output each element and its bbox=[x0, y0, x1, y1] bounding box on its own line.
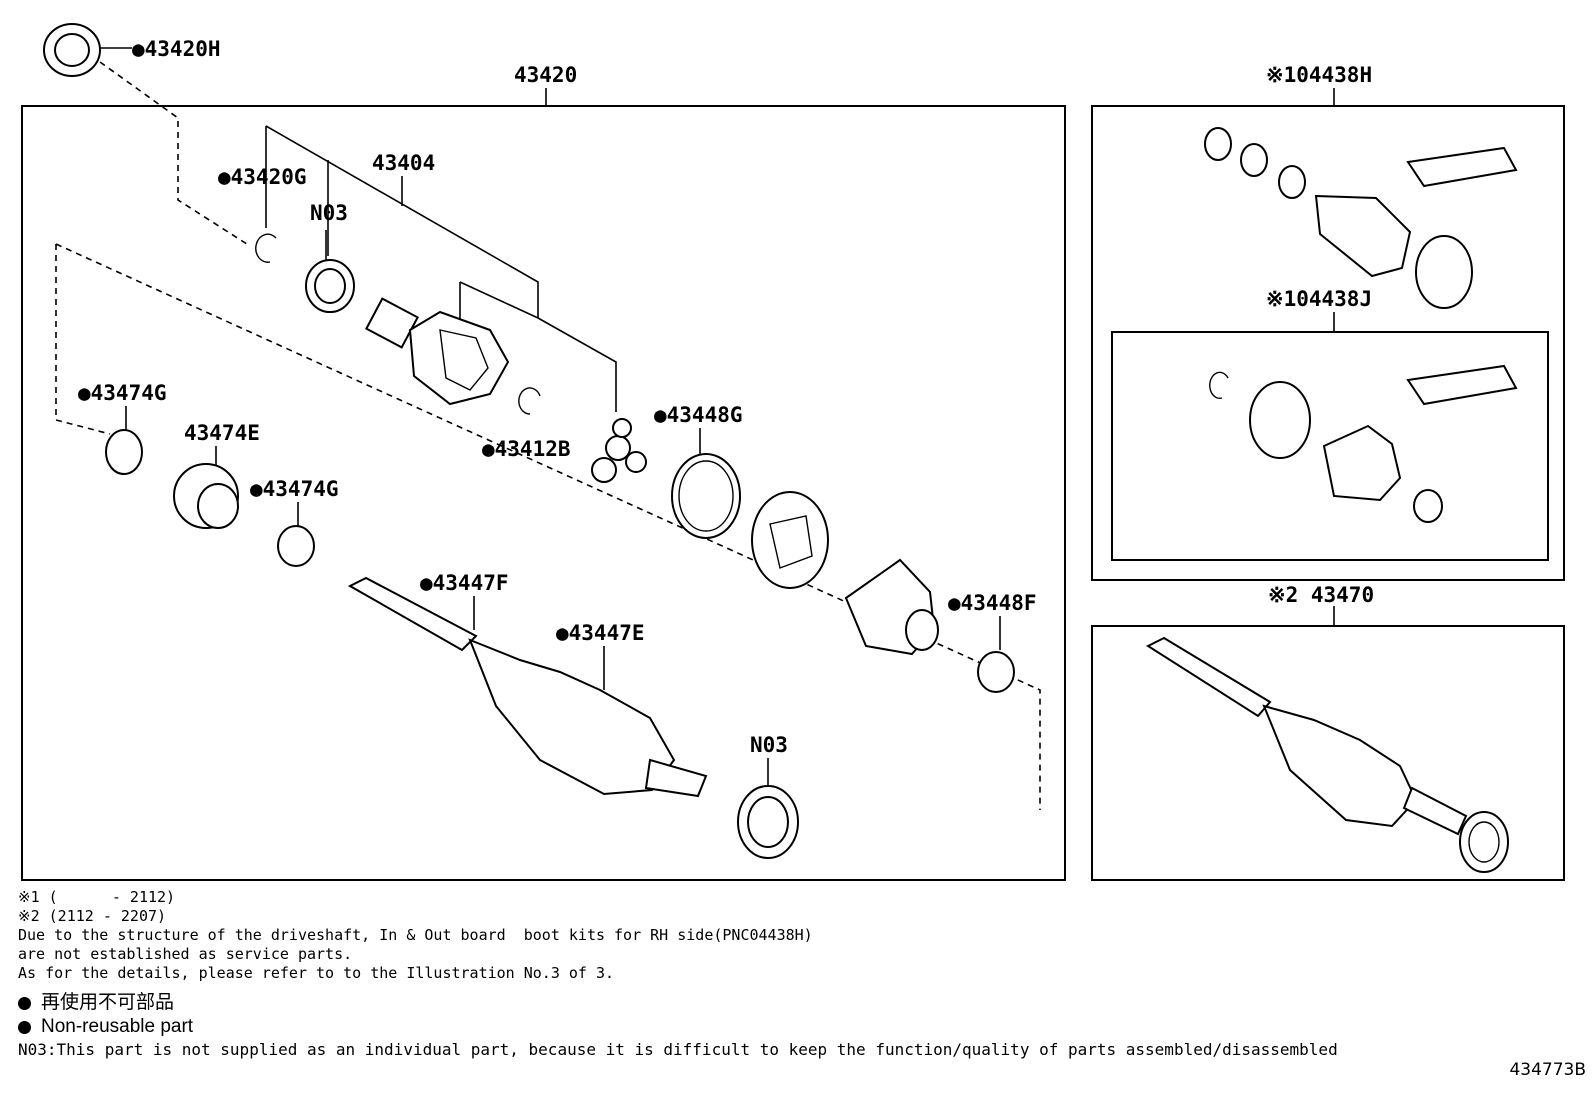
damper-43474E bbox=[173, 463, 239, 529]
shaft-assy-frame bbox=[1091, 625, 1565, 881]
bullet-icon bbox=[18, 996, 31, 1010]
label-04438J: ※104438J bbox=[1266, 287, 1372, 311]
shaft-outboard-joint bbox=[347, 576, 708, 798]
label-43474G-a: ●43474G bbox=[78, 381, 167, 405]
legend-en-text: Non-reusable part bbox=[41, 1016, 194, 1037]
label-43447E: ●43447E bbox=[556, 621, 645, 645]
clamp-43448F bbox=[977, 651, 1015, 693]
label-04438H: ※104438H bbox=[1266, 63, 1372, 87]
label-43470: ※2 43470 bbox=[1268, 583, 1374, 607]
circlip-43412B bbox=[518, 387, 541, 415]
note-2: ※2 (2112 - 2207) bbox=[18, 907, 167, 925]
inboard-joint-housing bbox=[365, 297, 510, 406]
seal-n03-lower bbox=[737, 785, 799, 859]
snap-ring-43420G bbox=[255, 233, 277, 263]
label-43448F: ●43448F bbox=[948, 591, 1037, 615]
boot-kit-frame bbox=[1091, 105, 1565, 581]
label-43474E: 43474E bbox=[184, 421, 260, 445]
label-43420H: ●43420H bbox=[132, 37, 221, 61]
clamp-43474G-a bbox=[105, 429, 143, 475]
legend-jp: 再使用不可部品 bbox=[18, 991, 1458, 1015]
label-43474G-b: ●43474G bbox=[250, 477, 339, 501]
legend-en: Non-reusable part bbox=[18, 1015, 1458, 1039]
notes-section: ※1 ( - 2112) ※2 (2112 - 2207) Due to the… bbox=[18, 888, 1458, 1061]
label-43448G: ●43448G bbox=[654, 403, 743, 427]
bullet-icon bbox=[18, 1020, 31, 1034]
boot-kit-inner-frame bbox=[1111, 331, 1549, 561]
tripod-joint bbox=[591, 418, 647, 483]
shaft-assy-43470-drawing bbox=[1145, 636, 1509, 873]
note-3: Due to the structure of the driveshaft, … bbox=[18, 926, 813, 944]
boot-kit-04438H-parts bbox=[1204, 127, 1518, 309]
note-1: ※1 ( - 2112) bbox=[18, 888, 176, 906]
clamp-43448G bbox=[671, 453, 741, 539]
boot-inner-ring bbox=[751, 491, 829, 589]
label-43420G: ●43420G bbox=[218, 165, 307, 189]
label-43404: 43404 bbox=[372, 151, 435, 175]
n03-note: N03:This part is not supplied as an indi… bbox=[18, 1040, 1338, 1059]
label-n03-upper: N03 bbox=[310, 201, 348, 225]
label-43447F: ●43447F bbox=[420, 571, 509, 595]
boot-kit-04438J-parts bbox=[1209, 364, 1518, 523]
label-43420: 43420 bbox=[514, 63, 577, 87]
legend-jp-text: 再使用不可部品 bbox=[41, 992, 175, 1013]
note-4: are not established as service parts. bbox=[18, 945, 353, 963]
label-n03-lower: N03 bbox=[750, 733, 788, 757]
illustration-id: 434773B bbox=[1509, 1060, 1586, 1080]
label-43412B: ●43412B bbox=[482, 437, 571, 461]
seal-n03-upper bbox=[305, 259, 355, 313]
inner-boot bbox=[844, 558, 939, 656]
oil-seal-43420H bbox=[43, 23, 101, 77]
note-5: As for the details, please refer to to t… bbox=[18, 964, 615, 982]
clamp-43474G-b bbox=[277, 525, 315, 567]
main-assembly-frame bbox=[21, 105, 1066, 881]
